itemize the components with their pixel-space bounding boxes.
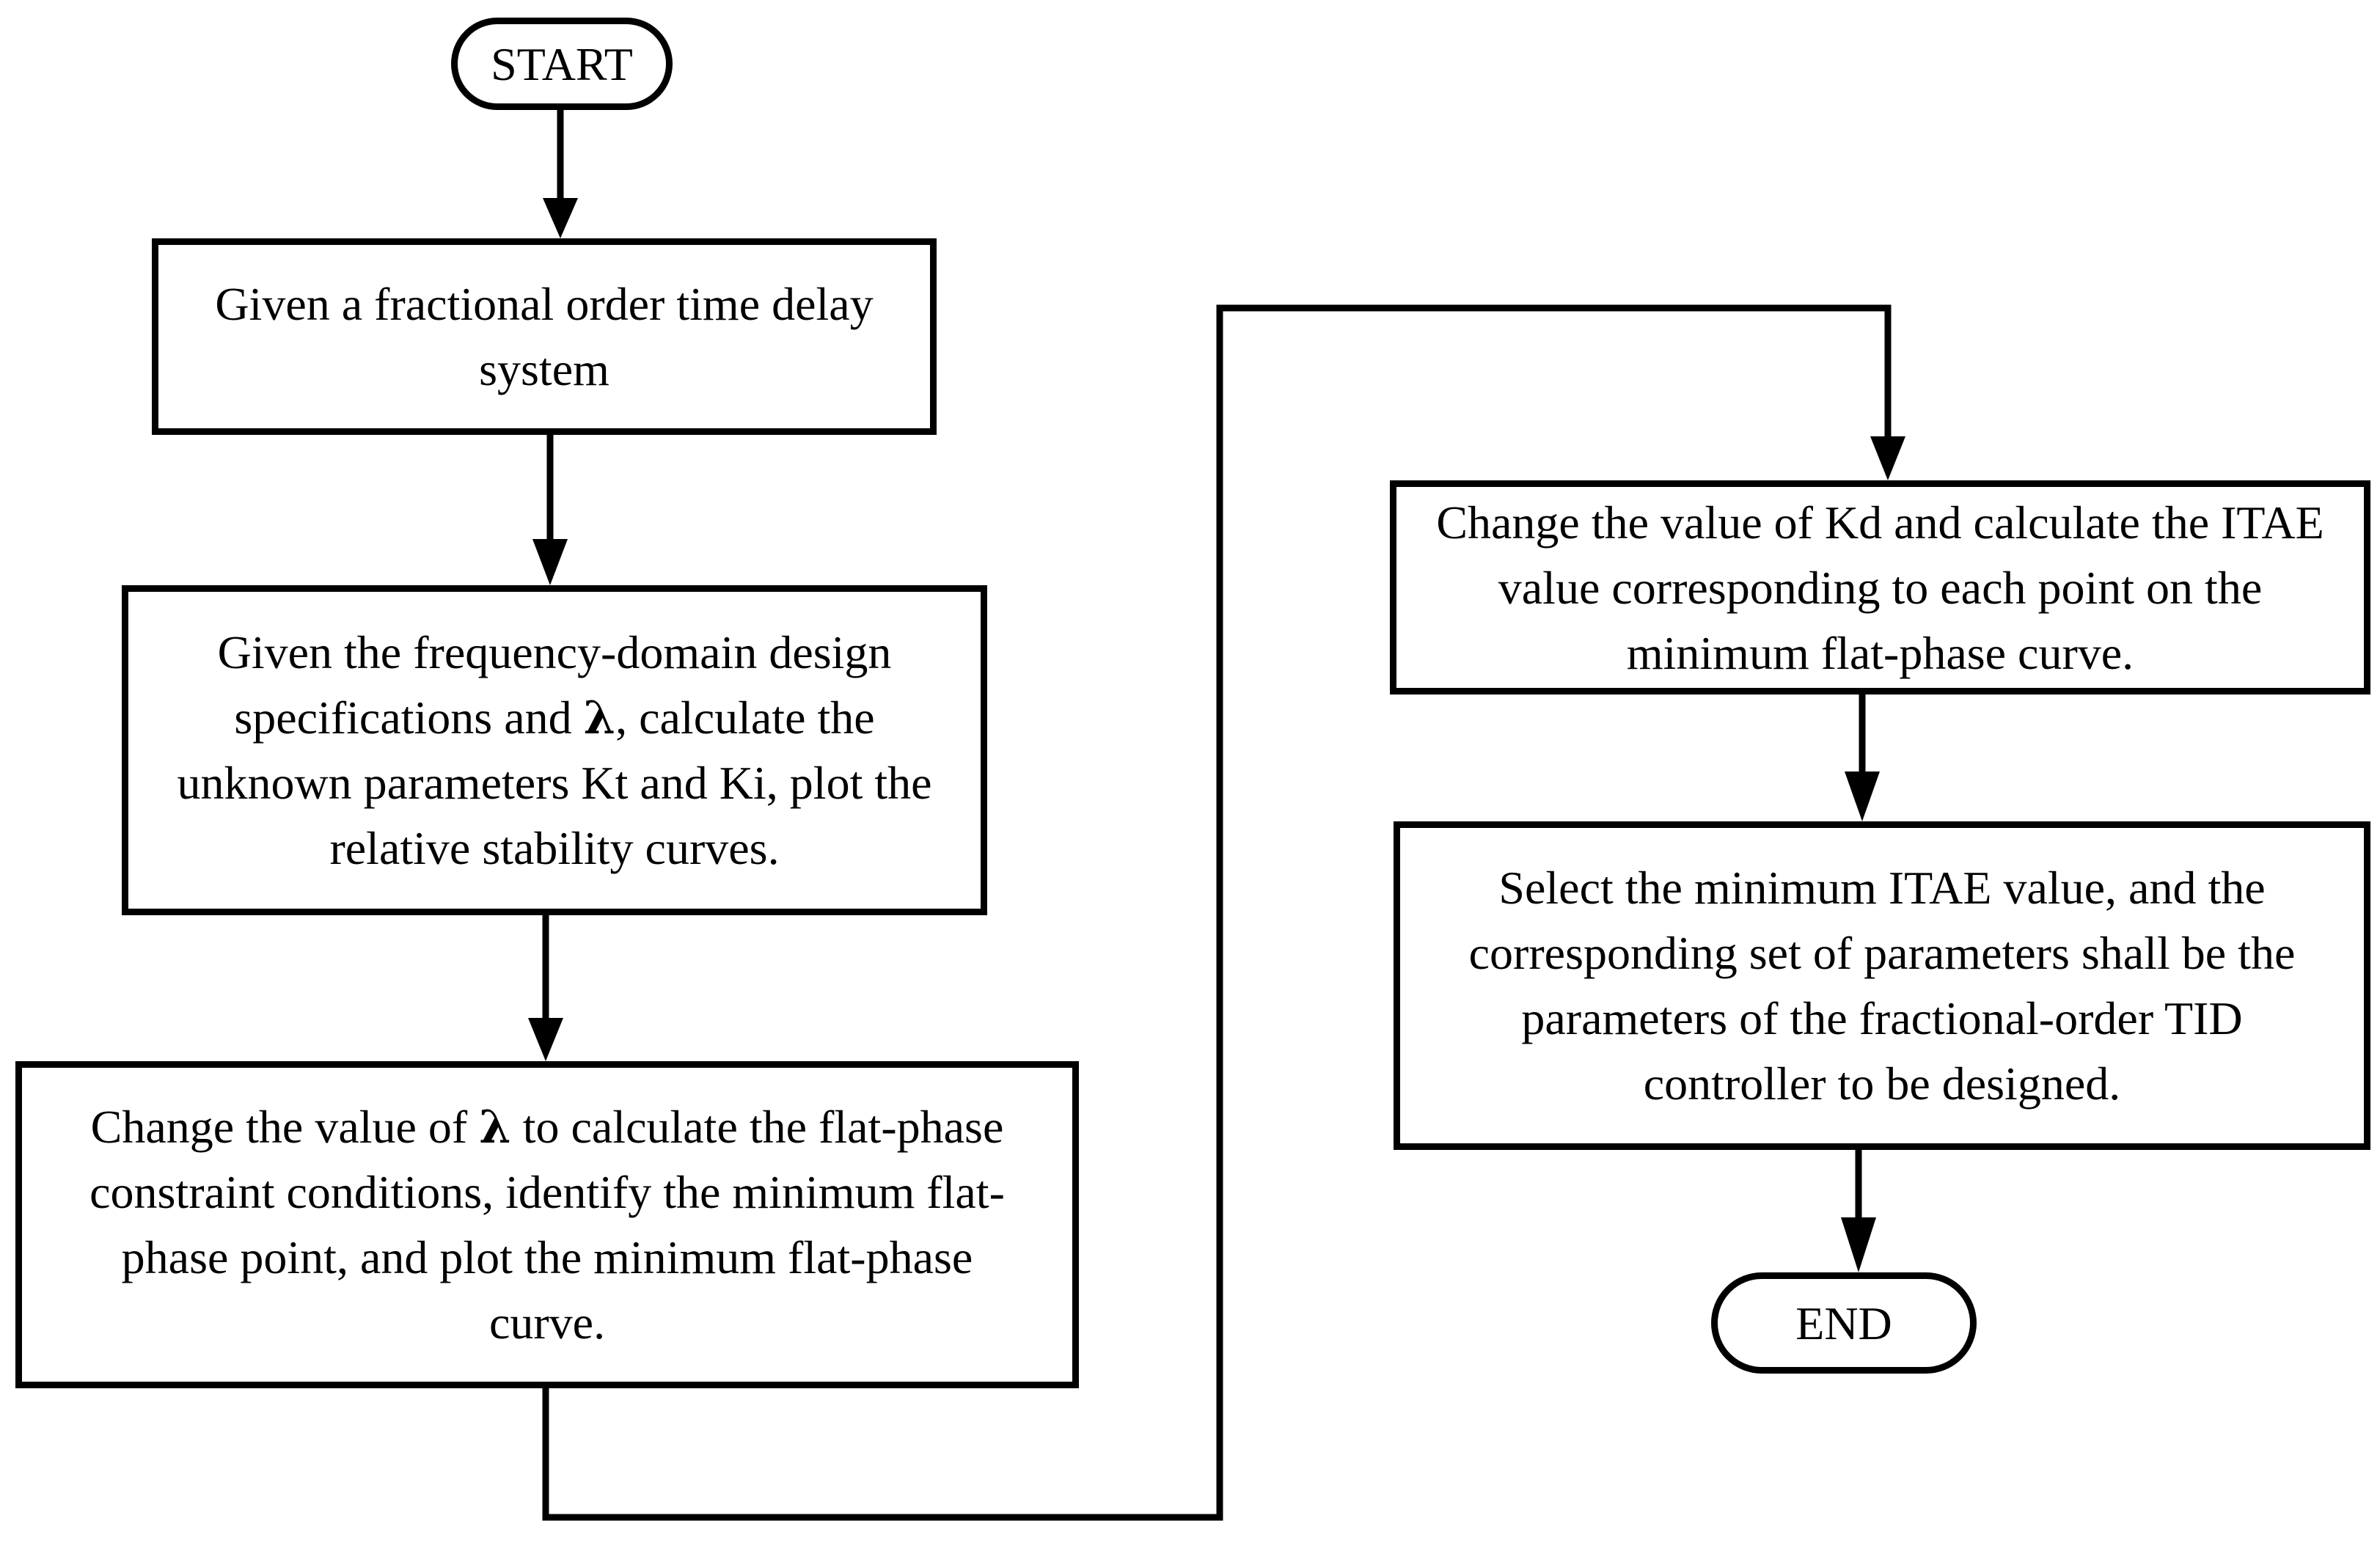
- step4-text: Change the value of Kd and calculate the…: [1436, 496, 2324, 679]
- step4-box: Change the value of Kd and calculate the…: [1390, 480, 2370, 694]
- arrowhead-step4: [1870, 436, 1905, 480]
- step1-box: Given a fractional order time delay syst…: [152, 238, 937, 435]
- arrowhead-end: [1841, 1217, 1876, 1272]
- lambda-symbol: λ: [583, 691, 616, 744]
- arrowhead-step5: [1845, 772, 1880, 821]
- connector-step3-step4: [542, 304, 1892, 1521]
- step3-text: Change the value of λ to calculate the f…: [73, 1094, 1021, 1355]
- step2-text-after: , calculate the unknown parameters Kt an…: [177, 692, 932, 874]
- start-label: START: [491, 37, 633, 90]
- step5-box: Select the minimum ITAE value, and the c…: [1394, 821, 2370, 1150]
- step1-text: Given a fractional order time delay syst…: [215, 278, 874, 395]
- step2-box: Given the frequency-domain design specif…: [122, 585, 987, 915]
- step5-text: Select the minimum ITAE value, and the c…: [1468, 862, 2296, 1110]
- step2-text-before: Given the frequency-domain design specif…: [217, 626, 892, 744]
- arrowhead-step1: [543, 198, 578, 238]
- arrowhead-step3: [528, 1018, 563, 1061]
- start-terminal: START: [451, 18, 673, 110]
- lambda-symbol: λ: [479, 1100, 511, 1154]
- step3-text-after: to calculate the flat-phase constraint c…: [89, 1101, 1005, 1349]
- step3-box: Change the value of λ to calculate the f…: [15, 1061, 1079, 1388]
- step2-text: Given the frequency-domain design specif…: [158, 620, 951, 881]
- end-terminal: END: [1711, 1272, 1977, 1374]
- arrowhead-step2: [532, 539, 568, 585]
- step3-text-before: Change the value of: [90, 1101, 480, 1153]
- end-label: END: [1795, 1297, 1892, 1349]
